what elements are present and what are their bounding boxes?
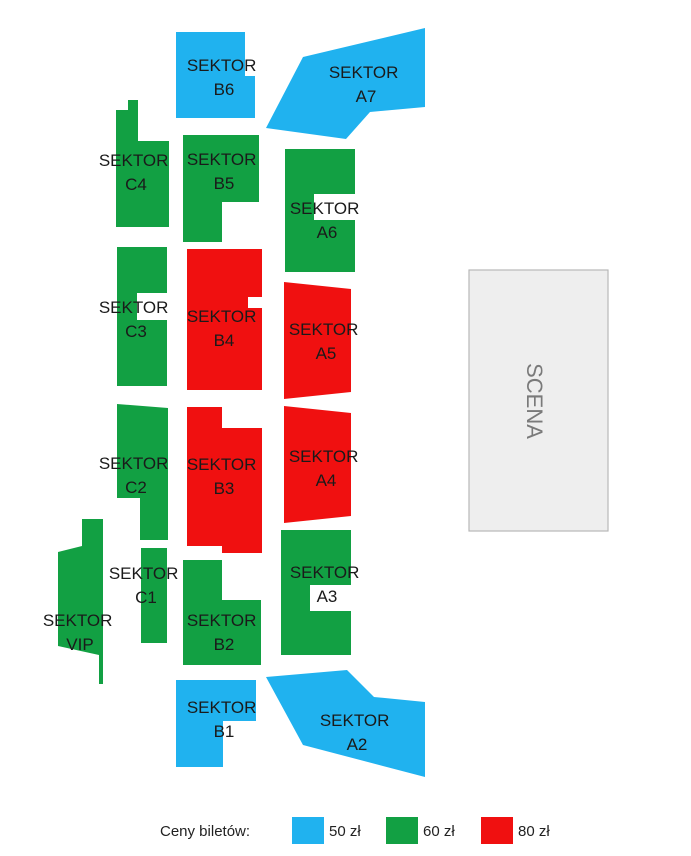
sector-b6-shape[interactable] — [176, 32, 255, 118]
price-legend: Ceny biletów: 50 zł 60 zł 80 zł — [160, 817, 550, 844]
sector-c3-shape[interactable] — [117, 247, 167, 386]
stage-block — [468, 269, 609, 532]
sector-c1-shape[interactable] — [141, 548, 167, 643]
sector-b3[interactable]: SEKTOR B3 — [187, 407, 262, 553]
sector-a2-shape[interactable] — [266, 670, 425, 777]
sector-c4[interactable]: SEKTOR C4 — [99, 100, 173, 227]
sector-a5-shape[interactable] — [284, 282, 351, 399]
sector-c3[interactable]: SEKTOR C3 — [99, 247, 173, 386]
sector-b3-shape[interactable] — [187, 407, 262, 553]
sector-c2[interactable]: SEKTOR C2 — [99, 404, 173, 498]
sector-b6[interactable]: SEKTOR B6 — [176, 32, 261, 118]
legend-swatch-50 — [292, 817, 324, 844]
legend-label-80: 80 zł — [518, 823, 550, 840]
sector-b4-shape[interactable] — [187, 249, 262, 390]
sector-b2-shape[interactable] — [183, 560, 261, 665]
legend-swatch-80 — [481, 817, 513, 844]
sector-c4-shape[interactable] — [116, 100, 169, 227]
legend-label-60: 60 zł — [423, 823, 455, 840]
legend-title: Ceny biletów: — [160, 823, 250, 840]
sector-vip-shape[interactable] — [58, 519, 103, 684]
legend-swatch-60 — [386, 817, 418, 844]
sector-b5-shape[interactable] — [183, 135, 259, 242]
legend-label-50: 50 zł — [329, 823, 361, 840]
sector-a2[interactable]: SEKTOR A2 — [266, 670, 425, 777]
sector-a7[interactable]: SEKTOR A7 — [266, 28, 425, 139]
sector-c1[interactable]: SEKTOR C1 — [109, 498, 183, 643]
sector-b1-shape[interactable] — [176, 680, 256, 767]
sector-b4[interactable]: SEKTOR B4 — [187, 249, 262, 390]
sector-a3[interactable]: SEKTOR A3 — [281, 530, 364, 655]
sector-a6-shape[interactable] — [285, 149, 355, 272]
sector-c2-shape[interactable] — [117, 404, 168, 498]
sector-a5[interactable]: SEKTOR A5 — [284, 282, 363, 399]
sector-b2[interactable]: SEKTOR B2 — [183, 560, 261, 665]
sector-vip[interactable]: SEKTOR VIP — [43, 519, 117, 684]
sector-a4[interactable]: SEKTOR A4 — [284, 406, 363, 523]
sector-a3-shape[interactable] — [281, 530, 351, 655]
sector-b1[interactable]: SEKTOR B1 — [176, 680, 261, 767]
sector-b5[interactable]: SEKTOR B5 — [183, 135, 261, 242]
stage: SCENA — [468, 269, 609, 532]
sector-a7-shape[interactable] — [266, 28, 425, 139]
stage-label: SCENA — [522, 363, 547, 439]
sector-a6[interactable]: SEKTOR A6 — [285, 149, 364, 272]
sector-c1-shape[interactable] — [140, 498, 168, 540]
sector-a4-shape[interactable] — [284, 406, 351, 523]
